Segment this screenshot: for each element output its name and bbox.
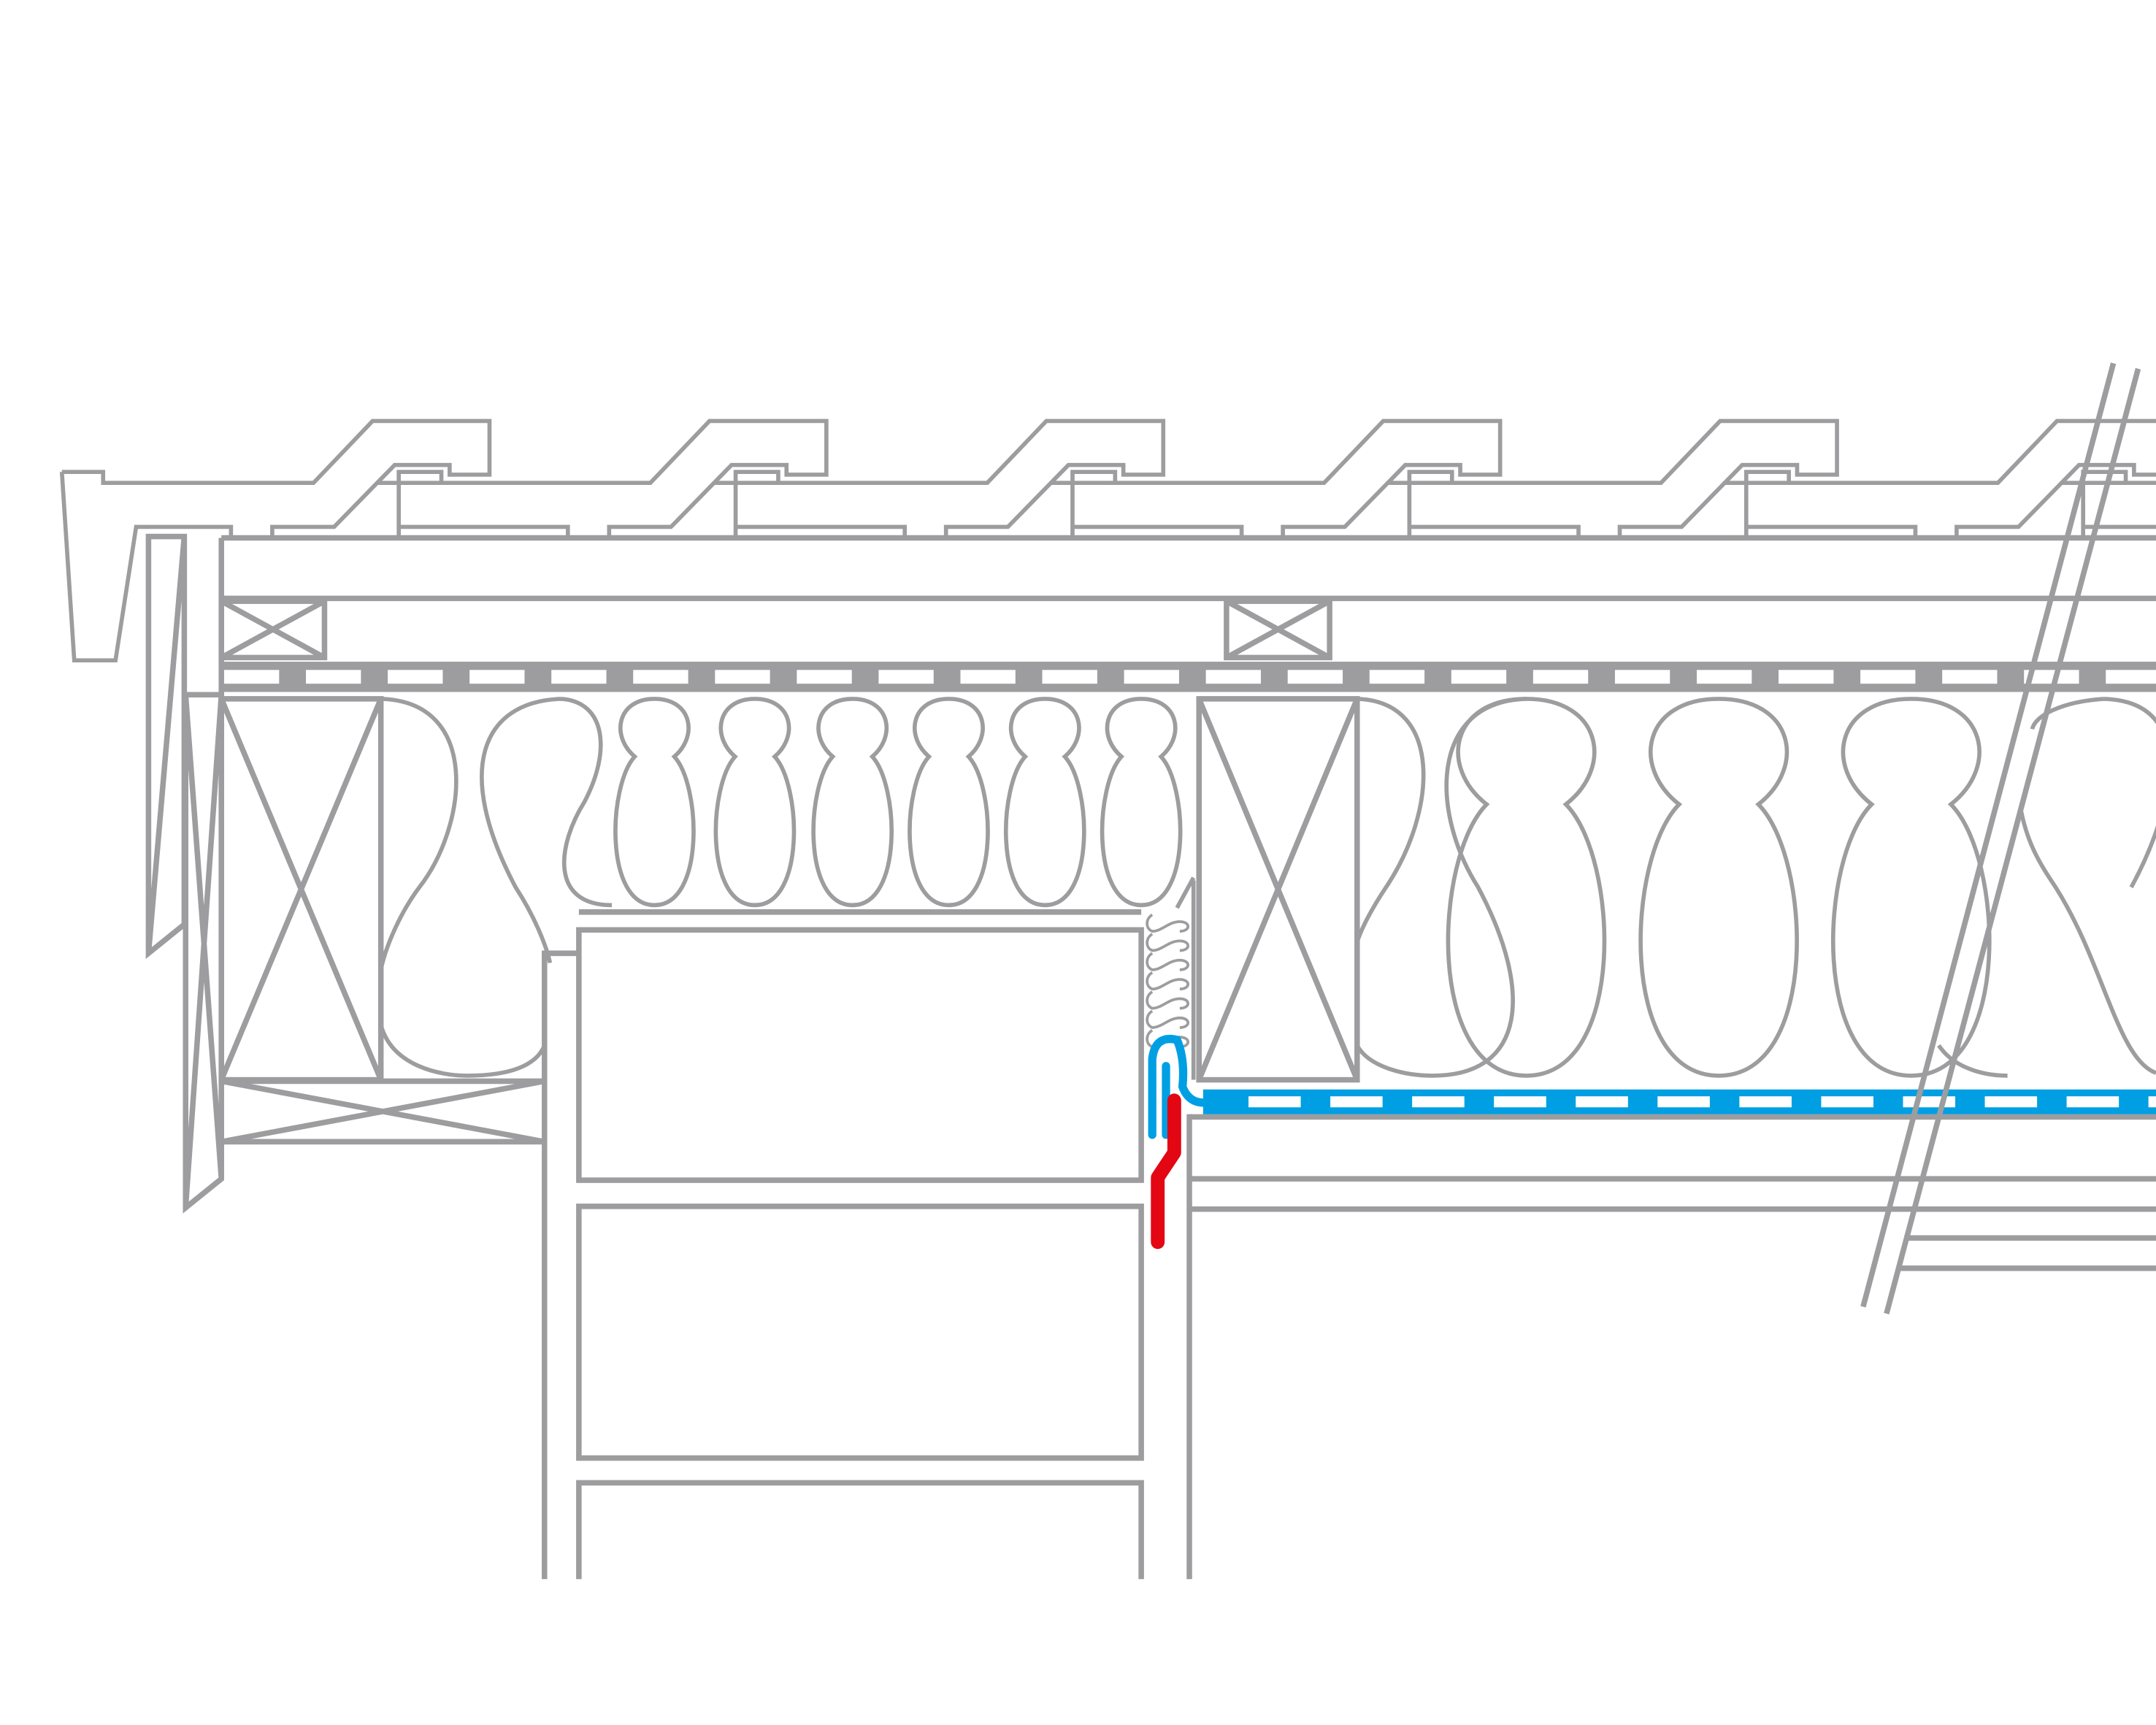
underlay-dash [2106, 670, 2156, 684]
underlay-dash [2024, 670, 2079, 684]
vapour-barrier-dash [2148, 1096, 2156, 1108]
interior-lining [1189, 1114, 2156, 1271]
roof-tile [715, 418, 1166, 537]
vapour-barrier-dash [1657, 1096, 1710, 1108]
roof-tile-nib [1070, 470, 1118, 537]
vapour-barrier-connection [1148, 1035, 1221, 1139]
roof-tile [61, 418, 492, 537]
underlay-dash [1205, 670, 1261, 684]
underlay-dash [633, 670, 688, 684]
insulation-loop [713, 697, 797, 908]
compressed-insulation [1146, 1009, 1189, 1029]
counter-batten-left [218, 598, 328, 661]
roof-structure [145, 362, 2156, 1580]
insulation-loop [1830, 697, 1992, 1078]
roof-tile-nib [1743, 470, 1791, 537]
roof-tile-nib [733, 470, 780, 537]
insulation [378, 697, 2156, 1080]
underlay-dash [1042, 670, 1097, 684]
vapour-barrier-dash [1984, 1096, 2038, 1108]
underlay-dash [1779, 670, 1834, 684]
roof-tile [1051, 418, 1503, 537]
underlay-dash [1124, 670, 1179, 684]
compressed-insulation [1146, 913, 1189, 933]
underlay-dash [1451, 670, 1507, 684]
vapour-barrier-dash [2066, 1096, 2119, 1108]
vapour-barrier-dash [1412, 1096, 1465, 1108]
vapour-barrier-dash [1248, 1096, 1301, 1108]
vapour-barrier-dashes [1248, 1096, 2156, 1108]
roof-tile [1389, 418, 1839, 537]
underlay-dash [223, 670, 280, 684]
vapour-barrier-dash [1576, 1096, 1628, 1108]
underlay-dash [1942, 670, 1998, 684]
roof-tiles [59, 418, 2156, 662]
insulation-loop [811, 697, 894, 908]
tile-lap [735, 524, 908, 537]
roof-tile [377, 418, 829, 537]
insulation-loop-partial [378, 697, 613, 1078]
compressed-insulation [1146, 990, 1189, 1010]
seal-strip [1151, 1093, 1181, 1250]
tile-lap [1409, 524, 1581, 537]
rafter-right [1196, 696, 1360, 1083]
roof-tile-nib [2081, 470, 2128, 537]
underlay-dash [306, 670, 361, 684]
compressed-insulation [1146, 933, 1189, 952]
vapour-barrier-dash [1330, 1096, 1383, 1108]
underlay-dash [797, 670, 852, 684]
underlay-dash [1532, 670, 1589, 684]
underlay-dash [1614, 670, 1670, 684]
underlay-dash [388, 670, 443, 684]
insulation-loop [1004, 697, 1086, 908]
roof-tile-nib [396, 470, 444, 537]
underlay-dash [960, 670, 1016, 684]
vapour-barrier-dash [1821, 1096, 1873, 1108]
compressed-insulation [1146, 952, 1189, 971]
underlay-dash [551, 670, 607, 684]
tile-lap [2083, 524, 2156, 529]
underlay-dash [1287, 670, 1343, 684]
insulation-loop [1100, 697, 1183, 908]
underlay-dash [715, 670, 770, 684]
eaves-tile [59, 471, 234, 662]
insulation-loop-partial [1355, 697, 2156, 1078]
underlay-dashes [223, 670, 2156, 684]
tile-lap [1072, 524, 1244, 537]
window-frame [542, 927, 1192, 1580]
underlay-dash [1696, 670, 1752, 684]
roof-tile-nib [1407, 470, 1454, 537]
compressed-insulation [1146, 971, 1189, 991]
vapour-barrier-dash [1739, 1096, 1792, 1108]
underlay-dash [469, 670, 525, 684]
tile-lap [1746, 524, 1918, 537]
vapour-barrier-dash [1494, 1096, 1546, 1108]
roof-tile [1725, 418, 2156, 537]
underlay-dash [1860, 670, 1916, 684]
soffit [220, 1078, 545, 1145]
insulation-loop [1638, 697, 1799, 1078]
roof-slope-lines [1860, 362, 2141, 1315]
underlay-dash [1369, 670, 1425, 684]
insulation-loop [1446, 697, 1607, 1078]
insulation-loop [613, 697, 696, 908]
counter-batten-right [1224, 598, 1332, 661]
tile-lap [399, 524, 570, 537]
insulation-loop [908, 697, 990, 908]
vapour-barrier-dash [1903, 1096, 1956, 1108]
insulation-edge [1175, 876, 1196, 1080]
underlay-dash [878, 670, 934, 684]
eaves-board [183, 692, 224, 1214]
